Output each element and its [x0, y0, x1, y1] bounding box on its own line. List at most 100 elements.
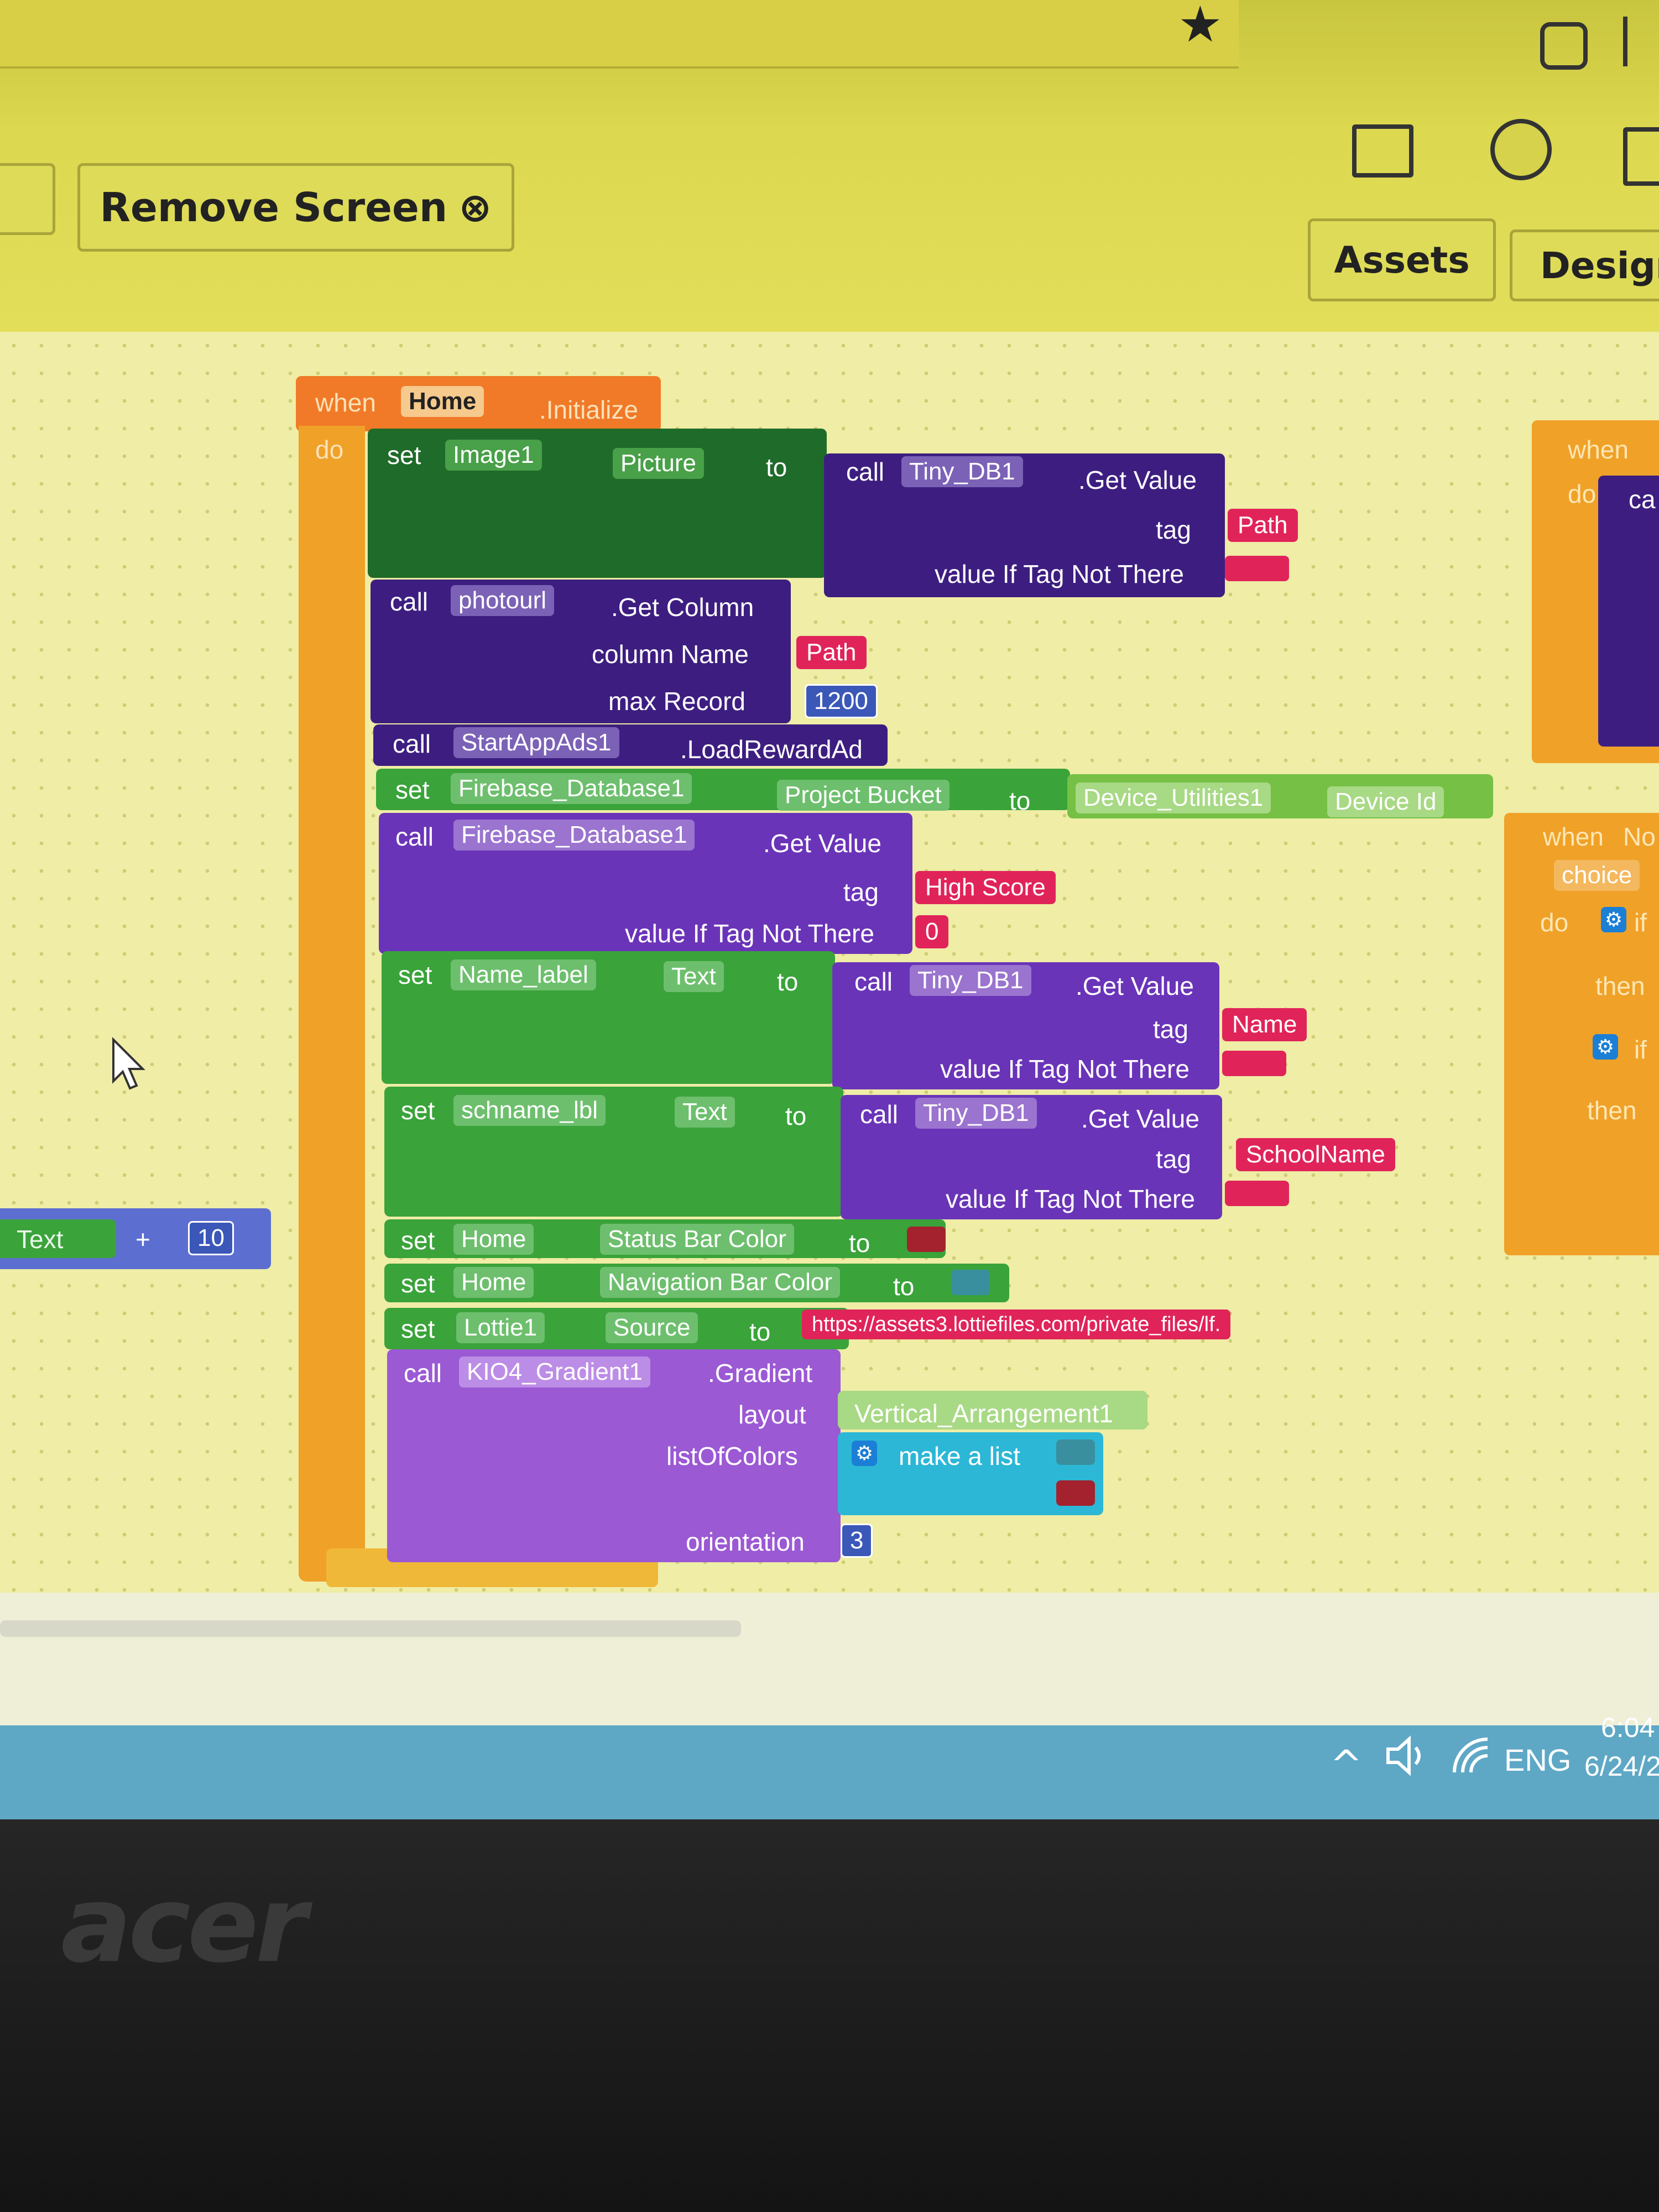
set-keyword: set — [398, 961, 432, 989]
set-name-label-text-block[interactable] — [382, 951, 835, 1084]
bookmarks-folder-icon[interactable] — [1352, 124, 1413, 178]
right-choice-param[interactable]: choice — [1554, 860, 1640, 891]
value-if-tag-not-there-label: value If Tag Not There — [946, 1185, 1195, 1213]
show-hidden-icons-chevron[interactable]: ^ — [1330, 1742, 1363, 1787]
text-getter-block[interactable] — [0, 1219, 116, 1258]
property-dropdown[interactable]: Source — [606, 1312, 698, 1343]
speaker-icon[interactable] — [1383, 1734, 1432, 1778]
bookmark-star-icon[interactable]: ★ — [1178, 0, 1223, 54]
laptop-bezel — [0, 1819, 1659, 2212]
component-dropdown[interactable]: Name_label — [451, 959, 596, 990]
mutator-gear-icon[interactable]: ⚙ — [1601, 907, 1626, 932]
list-of-colors-label: listOfColors — [666, 1442, 798, 1470]
language-indicator[interactable]: ENG — [1504, 1743, 1572, 1777]
layout-component-block[interactable] — [838, 1391, 1147, 1430]
to-keyword: to — [766, 453, 787, 482]
make-a-list-label: make a list — [899, 1442, 1020, 1470]
lottie-url-string[interactable]: https://assets3.lottiefiles.com/private_… — [802, 1310, 1231, 1339]
list-gear-icon[interactable]: ⚙ — [852, 1441, 877, 1466]
remove-screen-button[interactable]: Remove Screen ⊗ — [77, 163, 514, 252]
tag-string-block[interactable]: Name — [1222, 1008, 1307, 1041]
set-image1-picture-block[interactable] — [368, 429, 827, 578]
status-bar-color-swatch[interactable] — [907, 1227, 946, 1252]
event-component-dropdown[interactable]: Home — [401, 386, 484, 417]
right-call-block[interactable] — [1598, 476, 1659, 747]
property-dropdown[interactable]: Navigation Bar Color — [600, 1267, 840, 1298]
max-record-label: max Record — [608, 687, 745, 716]
tag-string-block[interactable]: High Score — [915, 871, 1056, 904]
horizontal-scrollbar[interactable] — [0, 1620, 741, 1637]
to-keyword: to — [749, 1317, 771, 1346]
property-dropdown[interactable]: Picture — [613, 448, 704, 479]
list-color-red-swatch[interactable] — [1056, 1480, 1095, 1506]
max-record-number[interactable]: 1200 — [805, 684, 878, 718]
home-initialize-event-body[interactable] — [299, 426, 365, 1582]
reader-icon[interactable] — [1623, 127, 1659, 186]
empty-string-block[interactable] — [1225, 1181, 1289, 1206]
empty-string-block[interactable] — [1225, 556, 1289, 581]
tinydb-dropdown[interactable]: Tiny_DB1 — [915, 1098, 1037, 1129]
empty-string-block[interactable] — [1222, 1051, 1286, 1076]
call-keyword: call — [854, 967, 893, 996]
component-dropdown[interactable]: Lottie1 — [456, 1312, 545, 1343]
navigation-bar-color-swatch[interactable] — [951, 1270, 990, 1295]
component-dropdown[interactable]: Image1 — [445, 440, 542, 471]
right-then-label-1: then — [1595, 972, 1645, 1000]
clock-date[interactable]: 6/24/2 — [1584, 1751, 1659, 1782]
tag-label: tag — [1156, 1145, 1191, 1173]
tinydb-dropdown[interactable]: Tiny_DB1 — [901, 456, 1023, 487]
right-event-block-2[interactable] — [1504, 813, 1659, 1255]
orientation-number[interactable]: 3 — [841, 1524, 873, 1558]
property-dropdown[interactable]: Status Bar Color — [600, 1224, 794, 1255]
tag-string-block[interactable]: Path — [1228, 509, 1298, 542]
property-dropdown[interactable]: Text — [675, 1097, 735, 1128]
orientation-label: orientation — [686, 1527, 805, 1556]
component-dropdown[interactable]: Home — [453, 1267, 534, 1298]
component-dropdown[interactable]: KIO4_Gradient1 — [459, 1357, 650, 1387]
component-dropdown[interactable]: Firebase_Database1 — [451, 773, 692, 804]
tinydb-get-value-block[interactable] — [824, 453, 1225, 597]
property-dropdown[interactable]: Device Id — [1327, 786, 1444, 817]
number-ten[interactable]: 10 — [188, 1221, 234, 1255]
account-icon[interactable] — [1490, 119, 1552, 180]
tag-string-block[interactable]: SchoolName — [1236, 1138, 1395, 1171]
default-zero-string[interactable]: 0 — [915, 915, 949, 948]
component-dropdown[interactable]: Device_Utilities1 — [1076, 782, 1271, 813]
designer-button[interactable]: Design — [1510, 229, 1659, 301]
component-dropdown[interactable]: Firebase_Database1 — [453, 820, 695, 851]
assets-button[interactable]: Assets — [1308, 218, 1496, 301]
photourl-get-column-block[interactable] — [371, 580, 791, 723]
assets-label: Assets — [1334, 238, 1470, 281]
right-do-label-1: do — [1568, 479, 1597, 508]
right-do-label-2: do — [1540, 908, 1569, 937]
event-name-label: .Initialize — [539, 395, 638, 424]
component-dropdown[interactable]: StartAppAds1 — [453, 727, 619, 758]
right-if-label-2: if — [1634, 1035, 1647, 1064]
clock-time[interactable]: 6:04 — [1601, 1712, 1655, 1743]
tinydb-dropdown[interactable]: Tiny_DB1 — [910, 965, 1031, 996]
download-icon[interactable] — [1623, 17, 1659, 66]
to-keyword: to — [777, 967, 799, 996]
property-dropdown[interactable]: Text — [664, 961, 724, 992]
workspace-bottom-area — [0, 1593, 1659, 1725]
list-color-teal-swatch[interactable] — [1056, 1439, 1095, 1465]
set-keyword: set — [401, 1226, 435, 1255]
right-then-label-2: then — [1587, 1096, 1637, 1125]
tag-label: tag — [843, 878, 879, 906]
component-dropdown[interactable]: Home — [453, 1224, 534, 1255]
to-keyword: to — [1009, 786, 1031, 815]
wifi-icon[interactable] — [1449, 1734, 1493, 1778]
property-dropdown[interactable]: Project Bucket — [777, 780, 950, 811]
mouse-cursor-icon — [112, 1037, 145, 1090]
column-name-string[interactable]: Path — [796, 636, 867, 669]
component-dropdown[interactable]: photourl — [451, 585, 555, 616]
remove-icon: ⊗ — [458, 184, 492, 231]
pocket-icon[interactable] — [1540, 22, 1588, 70]
column-name-label: column Name — [592, 640, 749, 669]
mutator-gear-icon[interactable]: ⚙ — [1593, 1034, 1618, 1060]
set-keyword: set — [387, 441, 421, 469]
method-label: .LoadRewardAd — [680, 735, 863, 764]
windows-taskbar — [0, 1725, 1659, 1819]
component-dropdown[interactable]: schname_lbl — [453, 1095, 606, 1126]
previous-toolbar-button[interactable] — [0, 163, 55, 235]
